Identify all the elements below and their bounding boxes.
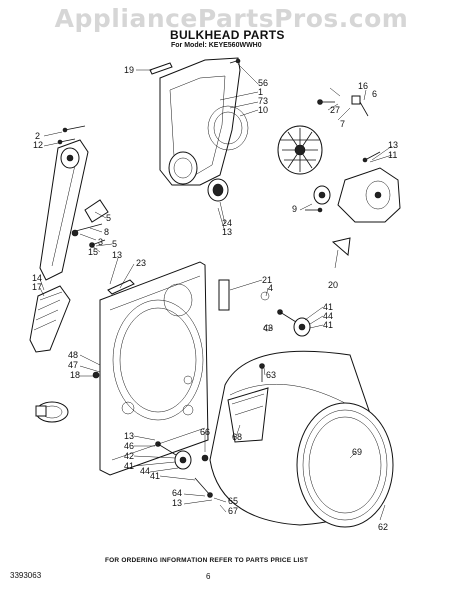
top-screws-left[interactable] — [57, 125, 86, 145]
callout-41-bottom: 41 — [150, 471, 160, 481]
callout-5-lower: 5 — [112, 239, 117, 249]
drum-screw-63[interactable] — [259, 363, 265, 383]
ordering-info: FOR ORDERING INFORMATION REFER TO PARTS … — [105, 557, 309, 564]
callout-65: 65 — [228, 496, 238, 506]
callout-18: 18 — [70, 370, 80, 380]
callout-labels: 19 56 1 73 10 16 6 27 7 2 12 13 11 5 8 3… — [32, 65, 398, 532]
callout-27: 27 — [330, 105, 340, 115]
callout-1: 1 — [258, 87, 263, 97]
callout-56: 56 — [258, 78, 268, 88]
callout-68: 68 — [232, 432, 242, 442]
drum-roller-lower[interactable] — [155, 441, 213, 498]
blower-housing[interactable] — [337, 167, 401, 223]
callout-15: 15 — [88, 247, 98, 257]
callout-48: 48 — [68, 350, 78, 360]
page-title: BULKHEAD PARTS — [170, 28, 285, 42]
callout-41-upper: 41 — [323, 302, 333, 312]
drive-belt[interactable] — [39, 139, 89, 281]
callout-41-mid: 41 — [323, 320, 333, 330]
blower-wheel[interactable] — [277, 125, 323, 175]
idler-bracket[interactable] — [71, 199, 109, 248]
callout-12: 12 — [33, 140, 43, 150]
callout-66: 66 — [200, 427, 210, 437]
callout-8: 8 — [104, 227, 109, 237]
callout-5-upper: 5 — [106, 213, 111, 223]
rear-bulkhead[interactable] — [99, 261, 209, 476]
exhaust-duct[interactable] — [218, 279, 230, 311]
bearing-ring[interactable] — [207, 178, 229, 202]
callout-73: 73 — [258, 96, 268, 106]
blower-screws[interactable] — [305, 95, 381, 213]
callout-24: 24 — [222, 218, 232, 228]
callout-20: 20 — [328, 280, 338, 290]
drum-seal[interactable] — [308, 416, 382, 514]
callout-44-lower: 44 — [140, 466, 150, 476]
callout-23: 23 — [136, 258, 146, 268]
callout-3: 3 — [98, 237, 103, 247]
callout-13-blower: 13 — [388, 140, 398, 150]
callout-46: 46 — [124, 441, 134, 451]
motor-pulley[interactable] — [313, 185, 331, 205]
callout-16: 16 — [358, 81, 368, 91]
heater-kit[interactable] — [35, 371, 100, 423]
callout-9: 9 — [292, 204, 297, 214]
callout-10: 10 — [258, 105, 268, 115]
idler-arm[interactable] — [29, 285, 71, 353]
callout-7: 7 — [340, 119, 345, 129]
callout-42: 42 — [124, 451, 134, 461]
callout-67: 67 — [228, 506, 238, 516]
callout-47: 47 — [68, 360, 78, 370]
callout-69: 69 — [352, 447, 362, 457]
callout-19: 19 — [124, 65, 134, 75]
watermark: AppliancePartsPros.com — [54, 4, 409, 33]
callout-63: 63 — [266, 370, 276, 380]
model-number: For Model: KEYE560WWH0 — [171, 42, 262, 49]
callout-13-bulkhead: 13 — [222, 227, 232, 237]
callout-13-rear: 13 — [112, 250, 122, 260]
callout-2: 2 — [35, 131, 40, 141]
callout-13-lower: 13 — [124, 431, 134, 441]
callout-21: 21 — [262, 275, 272, 285]
callout-11: 11 — [388, 150, 397, 160]
document-number: 3393063 — [10, 571, 42, 580]
page-number: 6 — [206, 572, 211, 581]
callout-6: 6 — [372, 89, 377, 99]
callout-13-base: 13 — [172, 498, 182, 508]
callout-4: 4 — [268, 283, 273, 293]
screw[interactable] — [229, 58, 241, 64]
callout-62: 62 — [378, 522, 388, 532]
bracket-20[interactable] — [331, 237, 351, 256]
callout-17: 17 — [32, 282, 42, 292]
drum-baffle[interactable] — [227, 387, 269, 443]
leader-lines — [39, 63, 393, 521]
light-lens[interactable] — [149, 62, 173, 75]
callout-44-upper: 44 — [323, 311, 333, 321]
callout-64: 64 — [172, 488, 182, 498]
rear-rollers[interactable] — [260, 291, 311, 337]
front-bulkhead[interactable] — [159, 57, 249, 186]
callout-14: 14 — [32, 273, 42, 283]
callout-43: 43 — [263, 323, 273, 333]
callout-41-lower: 41 — [124, 461, 134, 471]
